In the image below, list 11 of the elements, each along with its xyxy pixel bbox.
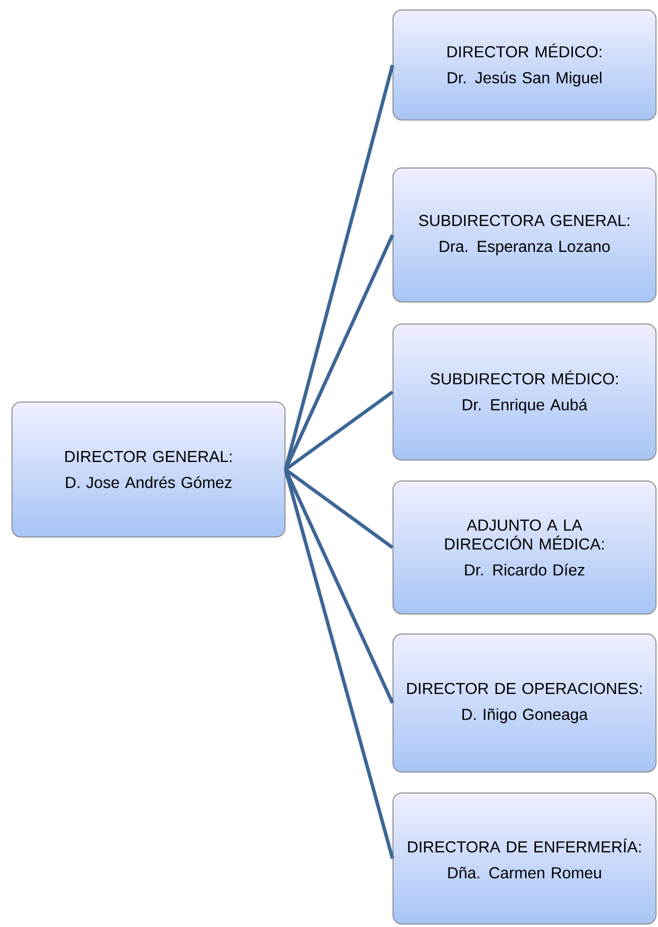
connector-line [284, 64, 394, 470]
org-box: DIRECTOR DE OPERACIONES: D. Iñigo Goneaga [392, 634, 656, 772]
connector-line [284, 468, 394, 704]
connector-line [284, 234, 394, 470]
org-box: ADJUNTO A LA DIRECCIÓN MÉDICA: Dr. Ricardo Díez [392, 480, 656, 614]
connector-line [284, 469, 394, 859]
org-box: SUBDIRECTORA GENERAL: Dra. Esperanza Lozano [392, 168, 656, 302]
org-box: DIRECTOR GENERAL: D. Jose Andrés Gómez [12, 402, 286, 538]
org-box: DIRECTORA DE ENFERMERÍA: Dña. Carmen Romeu [392, 792, 656, 924]
org-box: DIRECTOR MÉDICO: Dr. Jesús San Miguel [392, 10, 656, 120]
org-box: SUBDIRECTOR MÉDICO: Dr. Enrique Aubá [392, 324, 656, 460]
